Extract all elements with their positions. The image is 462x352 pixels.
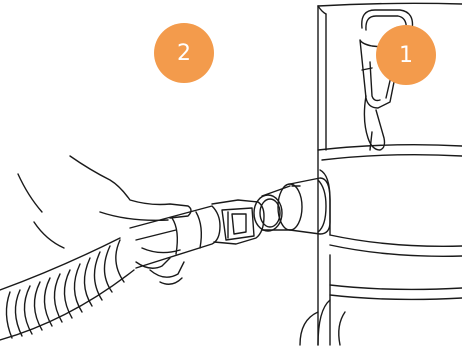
drum-inlet	[278, 178, 330, 234]
hose-handle	[130, 206, 220, 268]
callout-badge-2: 2	[154, 23, 214, 83]
callout-label: 1	[399, 43, 413, 68]
corrugated-hose	[0, 238, 134, 340]
callout-label: 2	[177, 41, 191, 66]
callout-badge-1: 1	[376, 25, 436, 85]
